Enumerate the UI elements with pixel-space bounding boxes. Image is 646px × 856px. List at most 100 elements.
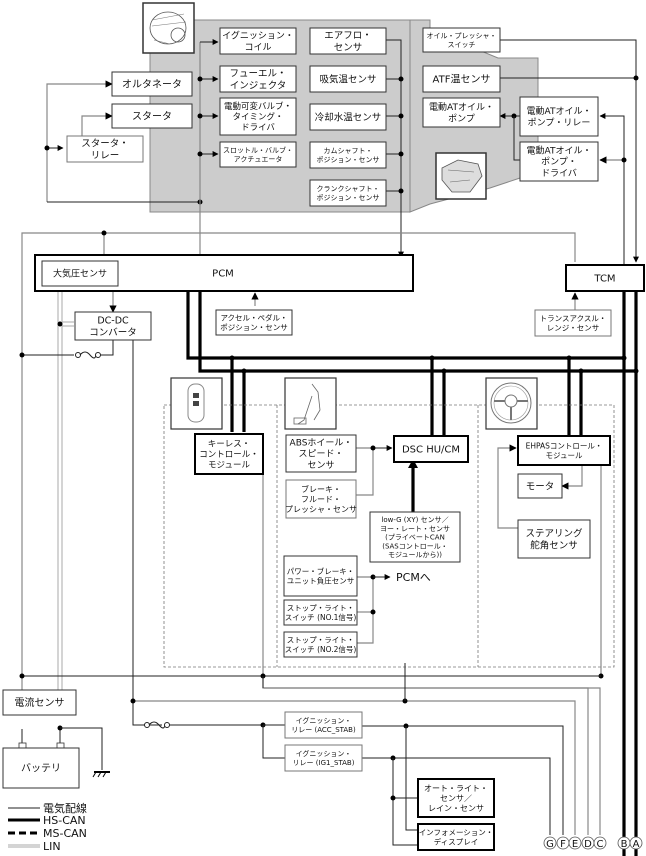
wire-oil-pressure <box>500 39 637 262</box>
tcm-label: TCM <box>593 274 615 285</box>
legend-label-1: HS-CAN <box>43 814 86 827</box>
ig-relay-ig1-label: イグニッション・ <box>296 749 352 758</box>
information-display: インフォメーション・ディスプレイ <box>417 823 495 851</box>
electric-at-oil-pump-driver-label: ポンプ・ <box>541 157 577 168</box>
steering-angle-sensor-label: 舵角センサ <box>530 539 578 551</box>
electric-at-oil-pump-driver: 電動ATオイル・ポンプ・ドライバ <box>519 141 599 182</box>
ignition-coil: イグニッション・コイル <box>219 27 297 55</box>
fuse-icon <box>75 351 101 359</box>
wire-alternator <box>46 80 113 202</box>
connector-label: G <box>546 839 554 850</box>
legend-label-3: LIN <box>43 840 61 853</box>
engine-icon <box>142 2 195 54</box>
crankshaft-position-sensor-label: クランクシャフト・ <box>317 185 380 193</box>
atf-temp-sensor: ATF温センサ <box>422 65 501 93</box>
barometric-sensor: 大気圧センサ <box>41 260 119 287</box>
auto-light-rain-sensor-label: オート・ライト・ <box>424 784 488 793</box>
electric-vvt-driver-label: タイミング・ <box>232 112 283 123</box>
electric-vvt-driver-label: ドライバ <box>241 123 275 133</box>
legend: 電気配線 HS-CAN MS-CAN LIN <box>8 801 87 853</box>
lowg-yaw-rate-sensor-label: ヨー・レート・センサ <box>380 525 450 533</box>
accel-pedal-position-sensor: アクセル・ペダル・ポジション・センサ <box>215 309 293 336</box>
connector-c: C <box>593 836 607 850</box>
camshaft-position-sensor: カムシャフト・ポジション・センサ <box>309 141 387 169</box>
connector-a: A <box>629 836 643 850</box>
ig-relay-ig1: イグニッション・リレー (IG1_STAB) <box>284 744 363 772</box>
steering-angle-sensor-label: ステアリング <box>525 527 583 539</box>
electric-at-oil-pump-label: ポンプ <box>448 113 475 124</box>
stop-light-switch-2-label: ストップ・ライト・ <box>287 636 355 645</box>
barometric-sensor-label: 大気圧センサ <box>53 268 107 280</box>
ig-relay-acc-label: リレー (ACC_STAB) <box>291 726 356 734</box>
battery: バッテリ <box>2 747 80 789</box>
lowg-yaw-rate-sensor-label: モジュールから)) <box>388 551 442 559</box>
electric-at-oil-pump-driver-label: ドライバ <box>541 168 577 179</box>
transmission-icon <box>435 152 487 200</box>
wire-starter <box>81 112 113 137</box>
tcm: TCM <box>565 264 645 292</box>
starter-relay-label: リレー <box>91 150 120 161</box>
stop-light-switch-1-label: スイッチ (NO.1信号) <box>285 612 357 622</box>
stop-light-switch-2-label: スイッチ (NO.2信号) <box>285 644 357 654</box>
hs-can-bus-2 <box>198 291 636 373</box>
hs-can-bus-1 <box>186 291 624 360</box>
power-brake-vacuum-sensor-label: パワー・ブレーキ・ <box>287 566 355 576</box>
oil-pressure-switch-label: スイッチ <box>448 41 476 49</box>
starter-relay: スタータ・リレー <box>66 135 144 163</box>
lowg-yaw-rate-sensor-label: (プライベートCAN <box>385 534 445 542</box>
body-group-frame <box>163 404 615 668</box>
brake-fluid-pressure-sensor-label: プレッシャ・センサ <box>285 505 357 514</box>
dsc-hu-cm-label: DSC HU/CM <box>402 445 460 456</box>
airflow-sensor-label: エアフロ・ <box>324 30 372 41</box>
stop-light-switch-1-label: ストップ・ライト・ <box>287 604 355 613</box>
brake-pedal-icon <box>284 377 337 430</box>
ehpas-control-module: EHPASコントロール・モジュール <box>517 435 611 466</box>
legend-label-0: 電気配線 <box>43 801 87 815</box>
connector-label: E <box>572 839 578 850</box>
coolant-temp-sensor-label: 冷却水温センサ <box>315 111 382 123</box>
dcdc-converter-label: DC-DC <box>97 315 129 326</box>
ig-relay-acc: イグニッション・リレー (ACC_STAB) <box>284 711 363 739</box>
camshaft-position-sensor-label: カムシャフト・ <box>324 147 373 155</box>
alternator-label: オルタネータ <box>122 79 182 91</box>
wire-power-loop <box>21 232 576 690</box>
brake-fluid-pressure-sensor-label: フルード・ <box>301 495 341 504</box>
abs-wheel-speed-sensor-label: センサ <box>307 460 334 471</box>
electric-at-oil-pump-relay: 電動ATオイル・ポンプ・リレー <box>519 96 599 137</box>
starter: スタータ <box>111 103 193 129</box>
brake-fluid-pressure-sensor-label: ブレーキ・ <box>301 484 341 494</box>
ignition-coil-label: コイル <box>244 43 271 53</box>
starter-relay-label: スタータ・ <box>81 138 129 149</box>
motor-label: モータ <box>526 481 555 492</box>
connector-label: C <box>597 839 604 850</box>
transaxle-range-sensor: トランスアクスル・レンジ・センサ <box>534 309 612 337</box>
lowg-yaw-rate-sensor-label: (SASコントロール・ <box>382 542 448 550</box>
power-brake-vacuum-sensor: パワー・ブレーキ・ユニット負圧センサ <box>283 555 358 597</box>
auto-light-rain-sensor-label: レイン・センサ <box>428 804 484 813</box>
ground-icon <box>92 771 110 778</box>
lowg-yaw-rate-sensor: low-G (XY) センサ／ヨー・レート・センサ(プライベートCAN(SASコ… <box>369 511 461 563</box>
stop-light-switch-2: ストップ・ライト・スイッチ (NO.2信号) <box>283 631 358 658</box>
connector-label: A <box>633 839 640 850</box>
ehpas-control-module-label: モジュール <box>546 451 583 460</box>
electric-at-oil-pump-driver-label: 電動ATオイル・ <box>527 145 592 156</box>
transaxle-range-sensor-label: レンジ・センサ <box>547 323 600 332</box>
intake-temp-sensor: 吸気温センサ <box>309 65 387 93</box>
crankshaft-position-sensor: クランクシャフト・ポジション・センサ <box>309 179 387 207</box>
accel-pedal-position-sensor-label: アクセル・ペダル・ <box>220 313 287 323</box>
electric-at-oil-pump-relay-label: ポンプ・リレー <box>528 117 591 128</box>
keyless-control-module-label: モジュール <box>208 461 250 471</box>
atf-temp-sensor-label: ATF温センサ <box>433 74 491 86</box>
wire-sensor-bus <box>385 39 404 258</box>
ignition-coil-label: イグニッション・ <box>222 30 294 42</box>
electric-vvt-driver-label: 電動可変バルブ・ <box>224 101 292 112</box>
lowg-yaw-rate-sensor-label: low-G (XY) センサ／ <box>381 516 448 524</box>
transaxle-range-sensor-label: トランスアクスル・ <box>540 314 607 323</box>
oil-pressure-switch-label: オイル・プレッシャ・ <box>427 32 497 40</box>
ehpas-control-module-label: EHPASコントロール・ <box>526 442 603 451</box>
information-display-label: インフォメーション・ <box>419 828 494 837</box>
current-sensor: 電流センサ <box>2 689 77 716</box>
electric-at-oil-pump: 電動ATオイル・ポンプ <box>422 97 501 128</box>
